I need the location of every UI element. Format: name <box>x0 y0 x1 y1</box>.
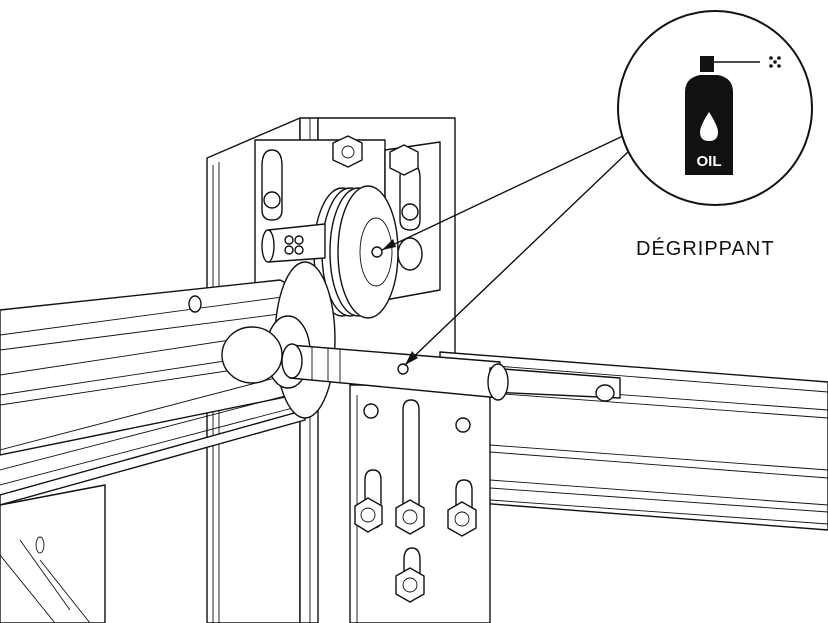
lubricant-label: DÉGRIPPANT <box>636 238 775 260</box>
spray-mist-icon <box>769 56 781 68</box>
pulley-wheel <box>313 185 399 319</box>
leader-arrow-shaft <box>404 149 631 366</box>
lower-plate <box>349 384 491 623</box>
hex-bolt <box>395 567 425 603</box>
leader-arrow-pulley <box>381 134 626 251</box>
hex-bolt <box>395 499 425 535</box>
pin-head <box>397 237 423 271</box>
hex-bolt <box>447 501 477 537</box>
oil-drop-icon <box>700 112 718 141</box>
pulley-axle <box>261 223 326 263</box>
drive-shaft <box>281 343 621 402</box>
top-bolt <box>332 135 363 168</box>
hex-bolt <box>354 497 383 533</box>
can-label: OIL <box>697 153 722 170</box>
top-bolt <box>389 144 419 176</box>
